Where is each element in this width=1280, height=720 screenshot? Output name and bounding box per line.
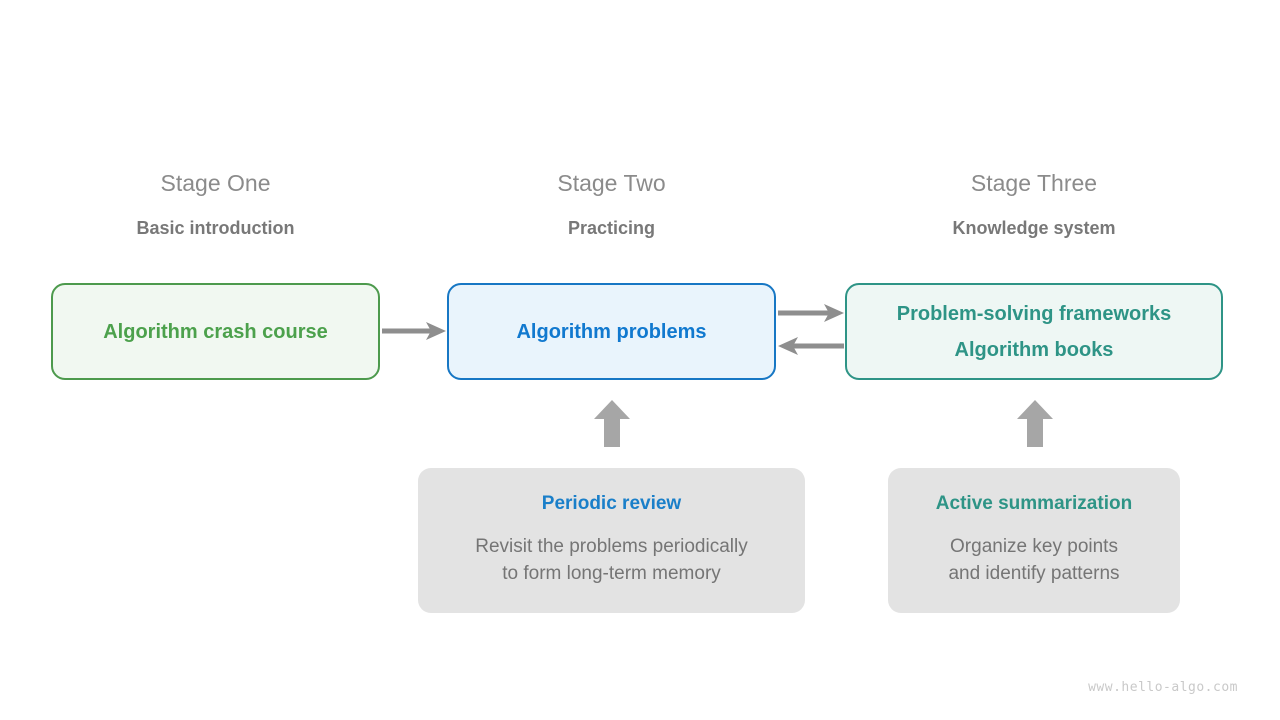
support-title-periodic-review: Periodic review <box>541 492 682 514</box>
support-box-active-summarization[interactable]: Active summarization Organize key points… <box>888 468 1180 613</box>
stage-two-title: Stage Two <box>557 170 666 196</box>
watermark: www.hello-algo.com <box>1088 680 1238 695</box>
stage-three-subtitle: Knowledge system <box>952 218 1116 238</box>
arrow-stage-one-to-two <box>380 318 448 344</box>
stage-three-title: Stage Three <box>970 170 1098 196</box>
stage-header-two: Stage Two Practicing <box>447 170 776 238</box>
arrow-stage-two-to-three <box>776 300 846 326</box>
support-box-periodic-review[interactable]: Periodic review Revisit the problems per… <box>418 468 805 613</box>
stage-header-one: Stage One Basic introduction <box>51 170 380 238</box>
stage-box-algorithm-crash-course[interactable]: Algorithm crash course <box>51 283 380 380</box>
arrow-stage-three-to-two <box>776 333 846 359</box>
support-title-active-summarization: Active summarization <box>935 492 1133 514</box>
stage-header-three: Stage Three Knowledge system <box>845 170 1223 238</box>
support-body-active-summarization: Organize key points and identify pattern… <box>948 535 1120 584</box>
stage-box-knowledge-system[interactable]: Problem-solving frameworks Algorithm boo… <box>845 283 1223 380</box>
stage-two-subtitle: Practicing <box>567 218 656 238</box>
stage-box-algorithm-problems[interactable]: Algorithm problems <box>447 283 776 380</box>
stage-box-one-line-1: Algorithm crash course <box>103 320 328 343</box>
arrow-periodic-review-up <box>594 400 630 447</box>
stage-one-subtitle: Basic introduction <box>136 218 295 238</box>
arrow-active-summarization-up <box>1017 400 1053 447</box>
stage-box-three-line-1: Problem-solving frameworks <box>896 302 1172 325</box>
support-body-periodic-review: Revisit the problems periodically to for… <box>475 535 748 584</box>
stage-box-three-line-2: Algorithm books <box>954 338 1114 361</box>
stage-one-title: Stage One <box>160 170 271 196</box>
stage-box-two-line-1: Algorithm problems <box>516 320 707 343</box>
